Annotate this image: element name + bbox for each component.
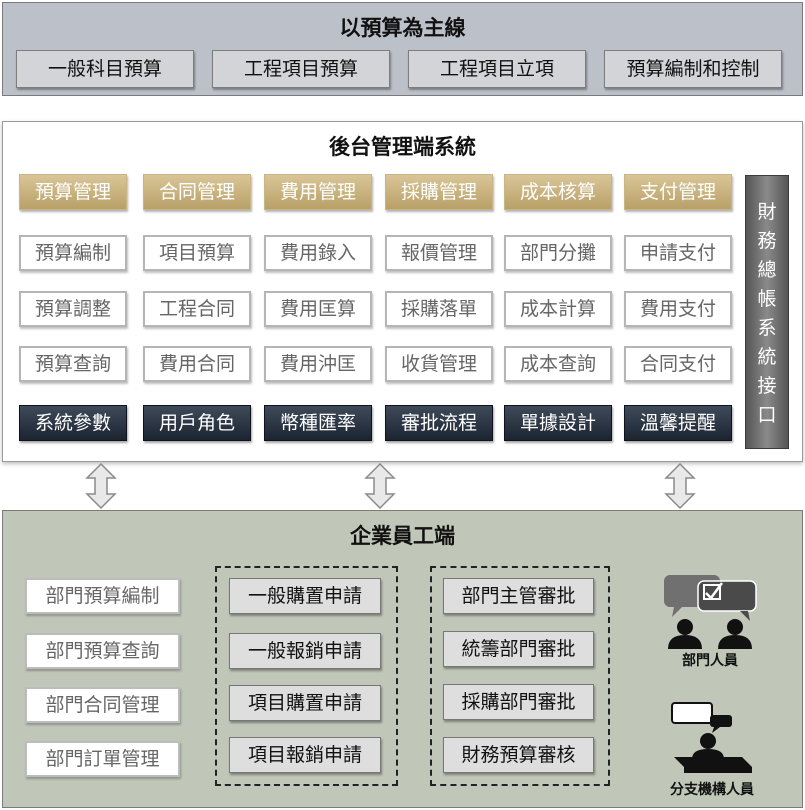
vertical-char: 系 xyxy=(757,317,777,339)
backend-panel-title: 後台管理端系統 xyxy=(329,134,476,159)
module-item[interactable]: 項目預算 xyxy=(143,235,251,271)
request-item[interactable]: 一般報銷申請 xyxy=(229,633,381,669)
module-item[interactable]: 費用沖匡 xyxy=(264,346,372,382)
request-item[interactable]: 項目報銷申請 xyxy=(229,737,381,773)
module-item[interactable]: 預算調整 xyxy=(19,291,127,327)
top-item-project-budget[interactable]: 工程項目預算 xyxy=(212,50,390,88)
settings-item-currency[interactable]: 幣種匯率 xyxy=(264,405,372,441)
module-item[interactable]: 部門分攤 xyxy=(504,235,612,271)
department-staff-icon xyxy=(664,575,757,649)
settings-item-reminder[interactable]: 溫馨提醒 xyxy=(624,405,732,441)
module-item[interactable]: 費用錄入 xyxy=(264,235,372,271)
double-arrow-icon xyxy=(85,462,117,510)
request-group xyxy=(215,566,398,786)
employee-item[interactable]: 部門預算編制 xyxy=(25,578,180,614)
top-item-budget-control[interactable]: 預算編制和控制 xyxy=(604,50,782,88)
module-item[interactable]: 預算編制 xyxy=(19,235,127,271)
module-head-costing[interactable]: 成本核算 xyxy=(504,174,612,210)
module-item[interactable]: 費用合同 xyxy=(143,346,251,382)
double-arrow-icon xyxy=(664,462,696,510)
approval-item[interactable]: 統籌部門審批 xyxy=(443,631,594,667)
settings-item-approval-flow[interactable]: 審批流程 xyxy=(385,405,493,441)
finance-ledger-interface[interactable]: 財 務 總 帳 系 統 接 口 xyxy=(745,175,789,449)
vertical-char: 口 xyxy=(757,404,777,426)
settings-item-doc-design[interactable]: 單據設計 xyxy=(504,405,612,441)
module-item[interactable]: 合同支付 xyxy=(624,346,732,382)
branch-staff-label: 分支機構人員 xyxy=(670,782,754,798)
backend-panel: 後台管理端系統 預算管理 預算編制 預算調整 預算查詢 系統參數 合同管理 項目… xyxy=(2,121,803,462)
top-panel: 以預算為主線 一般科目預算 工程項目預算 工程項目立項 預算編制和控制 xyxy=(2,2,803,96)
vertical-char: 帳 xyxy=(757,288,777,310)
request-item[interactable]: 項目購置申請 xyxy=(229,685,381,721)
settings-item-system-params[interactable]: 系統參數 xyxy=(19,405,127,441)
module-head-expense[interactable]: 費用管理 xyxy=(264,174,372,210)
approval-item[interactable]: 採購部門審批 xyxy=(443,684,594,720)
vertical-char: 務 xyxy=(757,230,777,252)
request-item[interactable]: 一般購置申請 xyxy=(229,578,381,614)
module-item[interactable]: 預算查詢 xyxy=(19,346,127,382)
branch-staff-icon xyxy=(671,702,752,773)
employee-item[interactable]: 部門預算查詢 xyxy=(25,633,180,669)
approval-group xyxy=(430,566,610,786)
module-item[interactable]: 費用匡算 xyxy=(264,291,372,327)
vertical-char: 總 xyxy=(757,259,777,281)
double-arrow-icon xyxy=(364,462,396,510)
vertical-char: 接 xyxy=(757,375,777,397)
approval-item[interactable]: 部門主管審批 xyxy=(443,578,594,614)
employee-panel: 企業員工端 部門預算編制 部門預算查詢 部門合同管理 部門訂單管理 一般購置申請… xyxy=(2,510,803,808)
employee-item[interactable]: 部門訂單管理 xyxy=(25,741,180,777)
top-item-project-setup[interactable]: 工程項目立項 xyxy=(408,50,586,88)
module-item[interactable]: 成本查詢 xyxy=(504,346,612,382)
module-item[interactable]: 成本計算 xyxy=(504,291,612,327)
module-head-purchase[interactable]: 採購管理 xyxy=(385,174,493,210)
top-panel-title: 以預算為主線 xyxy=(339,15,466,40)
settings-item-user-roles[interactable]: 用戶角色 xyxy=(143,405,251,441)
module-item[interactable]: 費用支付 xyxy=(624,291,732,327)
module-item[interactable]: 申請支付 xyxy=(624,235,732,271)
vertical-char: 財 xyxy=(757,201,777,223)
top-item-general-budget[interactable]: 一般科目預算 xyxy=(16,50,194,88)
module-head-budget[interactable]: 預算管理 xyxy=(19,174,127,210)
employee-panel-title: 企業員工端 xyxy=(350,523,455,548)
module-item[interactable]: 收貨管理 xyxy=(385,346,493,382)
module-item[interactable]: 報價管理 xyxy=(385,235,493,271)
vertical-char: 統 xyxy=(757,346,777,368)
module-head-payment[interactable]: 支付管理 xyxy=(624,174,732,210)
approval-item[interactable]: 財務預算審核 xyxy=(443,737,594,773)
module-head-contract[interactable]: 合同管理 xyxy=(143,174,251,210)
employee-item[interactable]: 部門合同管理 xyxy=(25,687,180,723)
department-staff-label: 部門人員 xyxy=(682,653,738,669)
module-item[interactable]: 採購落單 xyxy=(385,291,493,327)
module-item[interactable]: 工程合同 xyxy=(143,291,251,327)
